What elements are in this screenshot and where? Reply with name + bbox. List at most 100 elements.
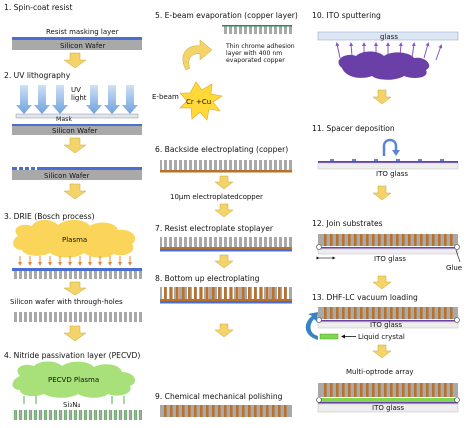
copper-pillar [408, 234, 411, 246]
copper-pillar [348, 383, 351, 397]
copper-pillar [176, 287, 179, 299]
copper-pillar [432, 234, 435, 246]
copper-pillar [324, 234, 327, 246]
mask-label: Mask [56, 116, 72, 123]
copper-pillar [206, 405, 209, 417]
copper-pillar [450, 307, 453, 319]
copper-pillars [164, 287, 287, 299]
copper-pillar [272, 287, 275, 299]
resist-layer [12, 268, 142, 271]
copper-pillar [372, 307, 375, 319]
copper-pillar [396, 234, 399, 246]
copper-pillar [330, 234, 333, 246]
copper-pillar [266, 405, 269, 417]
chrome-copper-layer [222, 25, 292, 27]
copper-pillar [420, 383, 423, 397]
step-8-title: 8. Bottom up electroplating [155, 274, 260, 283]
silicon-wafer [12, 40, 142, 50]
step-4-title: 4. Nitride passivation layer (PECVD) [4, 351, 140, 360]
copper-pillar [408, 383, 411, 397]
copper-pillar [378, 383, 381, 397]
copper-pillar [414, 307, 417, 319]
copper-pillar [230, 405, 233, 417]
ito-glass [317, 403, 459, 413]
copper-pillar [248, 287, 251, 299]
step-7-title: 7. Resist electroplate stoplayer [155, 224, 274, 233]
electroplated-copper-note: 10μm electroplatedcopper [170, 193, 263, 201]
copper-pillar [360, 234, 363, 246]
plasma-cloud-icon [12, 361, 136, 398]
multiopt-wafer [318, 307, 458, 319]
curved-arrow-icon [182, 39, 213, 71]
copper-pillar [342, 234, 345, 246]
liquid-crystal-layer [318, 398, 458, 402]
step-5-title: 5. E-beam evaporation (copper layer) [155, 11, 298, 20]
copper-pillar [182, 287, 185, 299]
copper-pillar [384, 234, 387, 246]
step-9-title: 9. Chemical mechanical polishing [155, 392, 283, 401]
spacers [330, 159, 444, 161]
step-2-title: 2. UV lithography [4, 71, 71, 80]
curved-arrow-icon [382, 138, 398, 156]
ito-glass [317, 248, 459, 255]
step-13-title: 13. DHF-LC vacuum loading [312, 293, 418, 302]
copper-pillar [254, 287, 257, 299]
copper-pillar [360, 307, 363, 319]
copper-pillar [278, 287, 281, 299]
copper-pillar [278, 405, 281, 417]
copper-pillar [176, 405, 179, 417]
copper-pillar [324, 383, 327, 397]
glass-label: glass [380, 33, 398, 41]
copper-pillar [272, 405, 275, 417]
ito-glass [317, 321, 459, 329]
copper-pillar [164, 405, 167, 417]
silicon-wafer-label: Silicon Wafer [44, 172, 90, 180]
copper-pillar [266, 287, 269, 299]
resist-masking-layer-label: Resist masking layer [46, 28, 119, 36]
glass-substrate [317, 31, 459, 41]
copper-pillar [284, 287, 287, 299]
ito-target-cloud-icon [338, 51, 430, 80]
uv-arrow-icon [16, 85, 138, 114]
curved-arrow-icon [305, 312, 318, 340]
copper-pillar [438, 383, 441, 397]
ito-glass-label: ITO glass [374, 255, 406, 263]
copper-pillar [342, 383, 345, 397]
ito-layer [318, 247, 458, 249]
silicon-wafer-label: Silicon Wafer [52, 127, 98, 135]
copper-pillar [284, 405, 287, 417]
copper-pillar [432, 307, 435, 319]
copper-pillar [444, 383, 447, 397]
final-wafer [318, 383, 458, 397]
copper-pillar [230, 287, 233, 299]
copper-pillar [170, 287, 173, 299]
step-12-title: 12. Join substrates [312, 219, 383, 228]
down-arrow-icon [372, 275, 392, 290]
copper-pillar [426, 234, 429, 246]
copper-pillars [324, 307, 453, 319]
copper-pillar [378, 307, 381, 319]
copper-pillar [200, 405, 203, 417]
exposed-resist-layer [12, 124, 142, 126]
glue-pointer [455, 249, 461, 263]
down-arrow-icon [214, 254, 234, 269]
copper-pillar [188, 405, 191, 417]
copper-pillar [402, 383, 405, 397]
down-arrow-icon [63, 281, 87, 296]
copper-pillar [336, 383, 339, 397]
copper-pillar [236, 405, 239, 417]
copper-pillar [450, 383, 453, 397]
ito-glass-label: ITO glass [376, 170, 408, 178]
copper-pillar [438, 307, 441, 319]
copper-pillar [224, 287, 227, 299]
copper-pillar [396, 307, 399, 319]
copper-pillar [420, 307, 423, 319]
silicon-wafer-label: Silicon Wafer [60, 42, 106, 50]
deposition-arrows [23, 396, 125, 404]
copper-pillar [402, 234, 405, 246]
ito-layer [318, 320, 458, 322]
copper-pillar [182, 405, 185, 417]
copper-pillar [438, 234, 441, 246]
copper-pillars [164, 405, 287, 417]
